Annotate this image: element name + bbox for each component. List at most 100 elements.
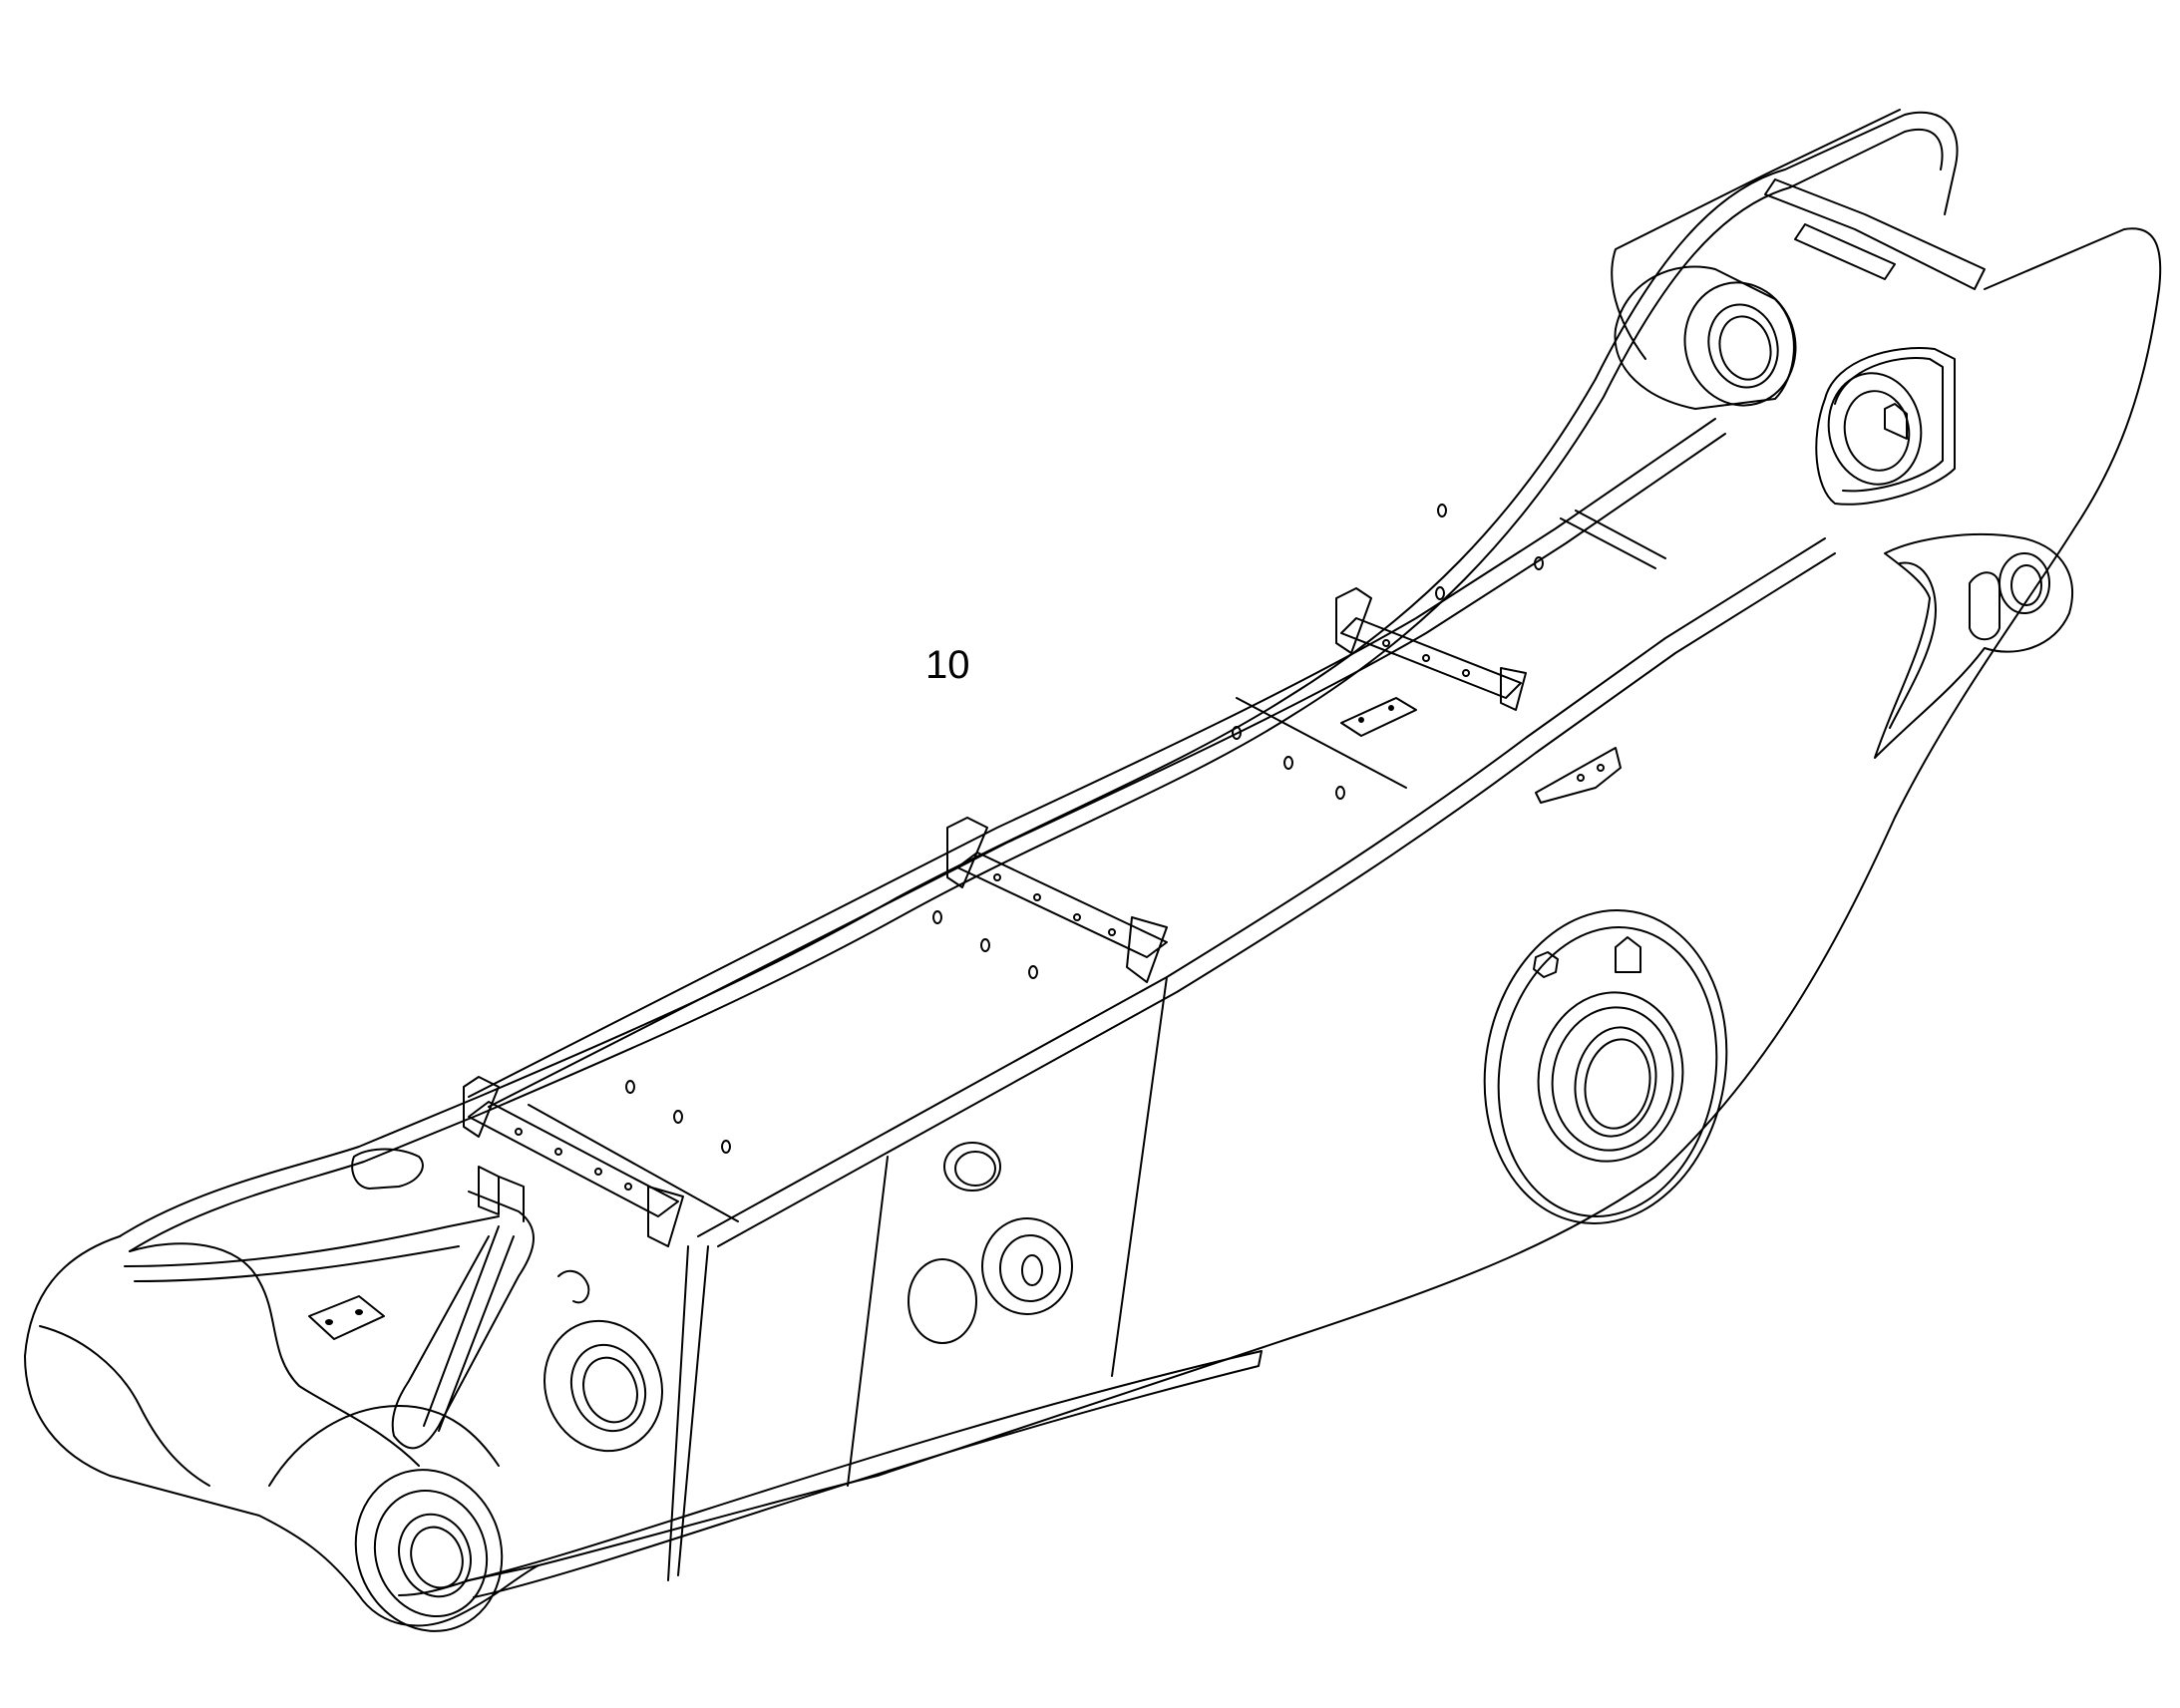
deck-stud [674,1111,682,1123]
web-boss-right-inner [1000,1235,1060,1301]
boom-outline [25,113,2160,1626]
tip-fork [1612,110,1985,505]
web-boss-left [908,1259,976,1343]
tip-fork-crossbar [1765,179,1985,289]
deck-bracket-1-hole-d [624,1183,632,1191]
center-pivot-ring [1525,981,1695,1173]
side-hook-inner [1890,562,1936,728]
deck-stud [981,939,989,951]
deck-stud [1436,587,1444,599]
tip-right-bore-outer [1820,366,1930,492]
side-gusset [1536,748,1621,803]
side-hook-outline [1875,534,2072,758]
left-upper-pivot-bore-inner [574,1350,645,1430]
deck-stud [1438,505,1446,516]
tip-upper-bore-inner [1713,311,1778,386]
deck-bracket-2-right-ear [1127,917,1167,982]
left-brace-bracket-2 [499,1177,524,1221]
deck-studs [626,505,1543,1153]
side-hook-bore-inner [2011,565,2041,605]
deck-bracket-2-hole-b [1033,893,1041,901]
deck-bracket-1-hole-b [554,1148,562,1156]
deck-stud [626,1081,634,1093]
deck-bracket-3-hole-a [1382,639,1390,647]
deck-bracket-1 [464,1077,683,1246]
tip-fork-outer [1612,110,1900,359]
boom-bottom-flange [469,1351,1262,1597]
deck-stud [722,1141,730,1153]
deck-bracket-2 [947,818,1167,982]
tip-upper-bore [1699,297,1786,396]
deck-stud [1029,966,1037,978]
boom-left-end [25,1236,539,1625]
deck-plate-hole-1 [1358,717,1364,723]
deck-bracket-1-left-ear [464,1077,499,1137]
deck-plate [1341,698,1416,736]
deck-bracket-3-left-ear [1336,588,1371,653]
web-boss-right-bore [1022,1255,1042,1285]
deck-bracket-1-right-ear [648,1187,683,1246]
left-fork-arm-top [130,1243,419,1466]
left-fork-plate-hole-1 [326,1320,332,1324]
center-pivot-nut [1534,952,1558,977]
deck-stud [1535,557,1543,569]
deck-right-rail [698,538,1825,1236]
deck-left-rail-inner [489,434,1725,1107]
side-gusset-hole-2 [1597,764,1605,772]
left-pivot-bore [388,1505,483,1607]
left-pivot-bore-inner [403,1520,471,1594]
tip-right-tab [1885,404,1907,439]
web-boss-top [944,1143,1000,1191]
web-seam-2 [848,1157,888,1486]
left-upper-loop [352,1150,423,1190]
tip-right-window [1816,348,1955,505]
side-gusset-hole-1 [1577,774,1585,782]
boom-top-edge-inner [130,130,1943,1251]
center-pivot-tab [1616,937,1640,972]
web-boss-right [982,1218,1072,1314]
left-fork-plate-hole-2 [356,1310,362,1314]
web-seam-left [668,1246,688,1580]
top-deck [469,419,1835,1580]
deck-bracket-3-right-ear [1501,668,1526,710]
deck-stud [1336,787,1344,799]
center-pivot-plate [1460,891,1750,1243]
left-angle-brace-inner-2 [439,1236,514,1431]
deck-bracket-2-hole-c [1073,913,1081,921]
left-fork-arms [40,1150,588,1487]
deck-bracket-1-hole-a [515,1128,523,1136]
left-fork-side [40,1326,209,1486]
deck-seam-2 [1237,698,1406,788]
deck-bracket-1-body [469,1102,678,1216]
left-fork-plate-outline [309,1296,384,1339]
left-fork-inner-body [269,1406,499,1486]
web-boss-top-inner [955,1152,995,1186]
side-hook-bracket [1970,572,1999,639]
side-hook [1875,534,2072,758]
left-upper-pivot [527,1304,680,1468]
web-bosses [908,1143,1072,1343]
tip-upper-bore-outer [1671,270,1809,418]
left-angle-brace-inner [424,1226,499,1426]
left-upper-pivot-outer [527,1304,680,1468]
deck-bracket-3 [1336,588,1526,710]
callout-part-10: 10 [925,643,970,687]
web-seam-3 [1112,977,1167,1376]
center-pivot-plate-inner [1476,909,1738,1233]
deck-bracket-3-hole-b [1422,654,1430,662]
center-pivot-bore-inner [1579,1034,1657,1134]
deck-bracket-2-left-ear [947,818,987,887]
deck-plate-outline [1341,698,1416,736]
deck-bracket-3-hole-c [1462,669,1470,677]
tip-right-bore [1839,386,1916,476]
left-pivot-boss [333,1449,524,1651]
left-pivot-mid [357,1475,504,1632]
deck-bracket-2-body [957,853,1167,957]
boom-tip-right-plate [399,228,2160,1595]
deck-bracket-2-hole-d [1108,928,1116,936]
center-pivot-ring-inner [1541,998,1683,1161]
deck-bracket-3-body [1341,618,1521,698]
deck-bracket-1-hole-c [594,1168,602,1176]
left-angle-brace [393,1192,534,1448]
